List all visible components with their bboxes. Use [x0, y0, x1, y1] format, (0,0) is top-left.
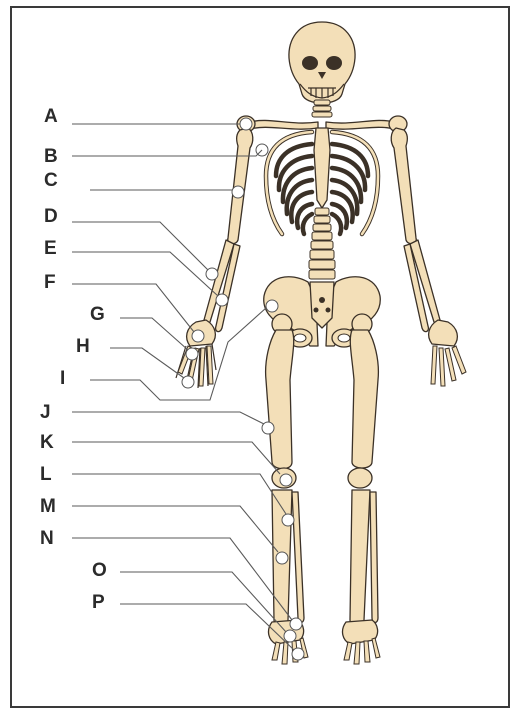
right-clavicle [326, 120, 394, 129]
skeleton-illustration [176, 22, 466, 664]
label-a: A [44, 106, 58, 127]
spine [309, 208, 335, 279]
letter-labels: A B C D E F G H I J K L M N O P [40, 106, 107, 613]
label-g: G [90, 304, 105, 325]
sternum [314, 128, 330, 208]
label-k: K [40, 432, 54, 453]
skull [289, 22, 355, 103]
marker-a [240, 118, 252, 130]
cervical-spine [312, 100, 332, 117]
left-clavicle [250, 120, 318, 129]
right-arm [391, 128, 466, 386]
marker-i [266, 300, 278, 312]
marker-k [280, 474, 292, 486]
marker-c [232, 186, 244, 198]
label-h: H [76, 336, 90, 357]
label-d: D [44, 206, 58, 227]
label-p: P [92, 592, 105, 613]
label-c: C [44, 170, 58, 191]
label-o: O [92, 560, 107, 581]
marker-l [282, 514, 294, 526]
label-e: E [44, 238, 57, 259]
right-leg [343, 314, 380, 664]
label-i: I [60, 368, 65, 389]
label-f: F [44, 272, 56, 293]
label-n: N [40, 528, 54, 549]
label-b: B [44, 146, 58, 167]
label-l: L [40, 464, 52, 485]
marker-m [276, 552, 288, 564]
left-leg [266, 314, 308, 664]
label-j: J [40, 402, 51, 423]
label-m: M [40, 496, 56, 517]
